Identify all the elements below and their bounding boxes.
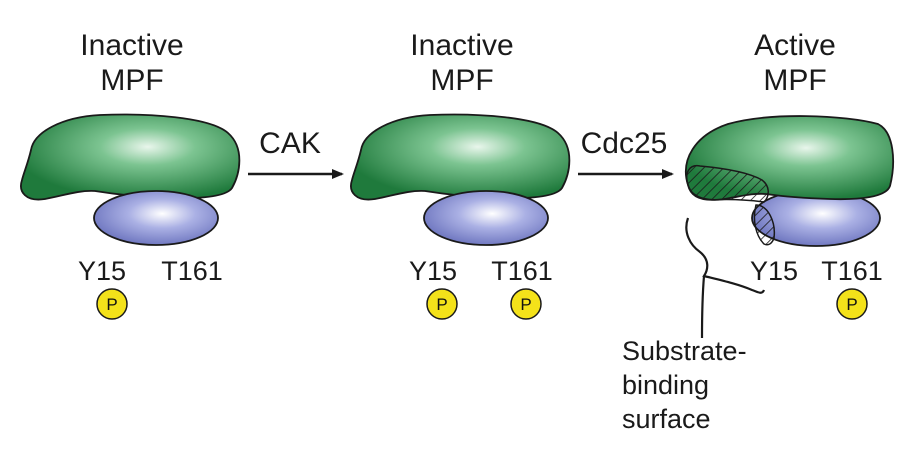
state-2-title-line1: Inactive	[410, 29, 513, 62]
phosphate-label: P	[106, 295, 117, 314]
state-2-cdk	[423, 190, 549, 246]
phosphate-label: P	[520, 295, 531, 314]
state-1-cyclin	[20, 113, 241, 201]
arrow-cdc25: Cdc25	[578, 127, 674, 179]
state-1-site-t161: T161	[161, 256, 223, 286]
annotation-line3: surface	[622, 404, 711, 434]
annotation-line1: Substrate-	[622, 336, 747, 366]
phosphate-label: P	[846, 295, 857, 314]
state-3-site-y15: Y15	[750, 256, 798, 286]
annotation-line2: binding	[622, 370, 709, 400]
state-1-inactive-mpf: Inactive MPF Y15 T161 P	[20, 29, 241, 320]
state-2-inactive-mpf: Inactive MPF Y15 T161 P P	[350, 29, 571, 320]
state-2-site-y15: Y15	[409, 256, 457, 286]
state-2-phosphate-y15: P	[426, 288, 458, 320]
state-3-active-mpf: Active MPF Y15 T161 P Substrate- binding…	[622, 29, 895, 434]
state-3-cdk-binding-patch	[753, 204, 776, 246]
state-3-site-t161: T161	[821, 256, 883, 286]
state-1-site-y15: Y15	[78, 256, 126, 286]
state-2-title-line2: MPF	[430, 64, 493, 97]
arrow-cak: CAK	[248, 127, 344, 179]
state-1-title-line2: MPF	[100, 64, 163, 97]
substrate-binding-leader	[685, 217, 766, 339]
state-3-phosphate-t161: P	[836, 288, 868, 320]
state-2-site-t161: T161	[491, 256, 553, 286]
arrow-1-label: CAK	[259, 127, 321, 160]
state-3-title-line1: Active	[754, 29, 836, 62]
state-2-phosphate-t161: P	[510, 288, 542, 320]
arrow-2-label: Cdc25	[581, 127, 668, 160]
state-3-title-line2: MPF	[763, 64, 826, 97]
state-1-cdk	[93, 190, 219, 246]
phosphate-label: P	[436, 295, 447, 314]
state-3-cyclin-binding-surface	[686, 164, 769, 203]
state-1-phosphate-y15: P	[96, 288, 128, 320]
state-2-cyclin	[350, 113, 571, 201]
state-1-title-line1: Inactive	[80, 29, 183, 62]
